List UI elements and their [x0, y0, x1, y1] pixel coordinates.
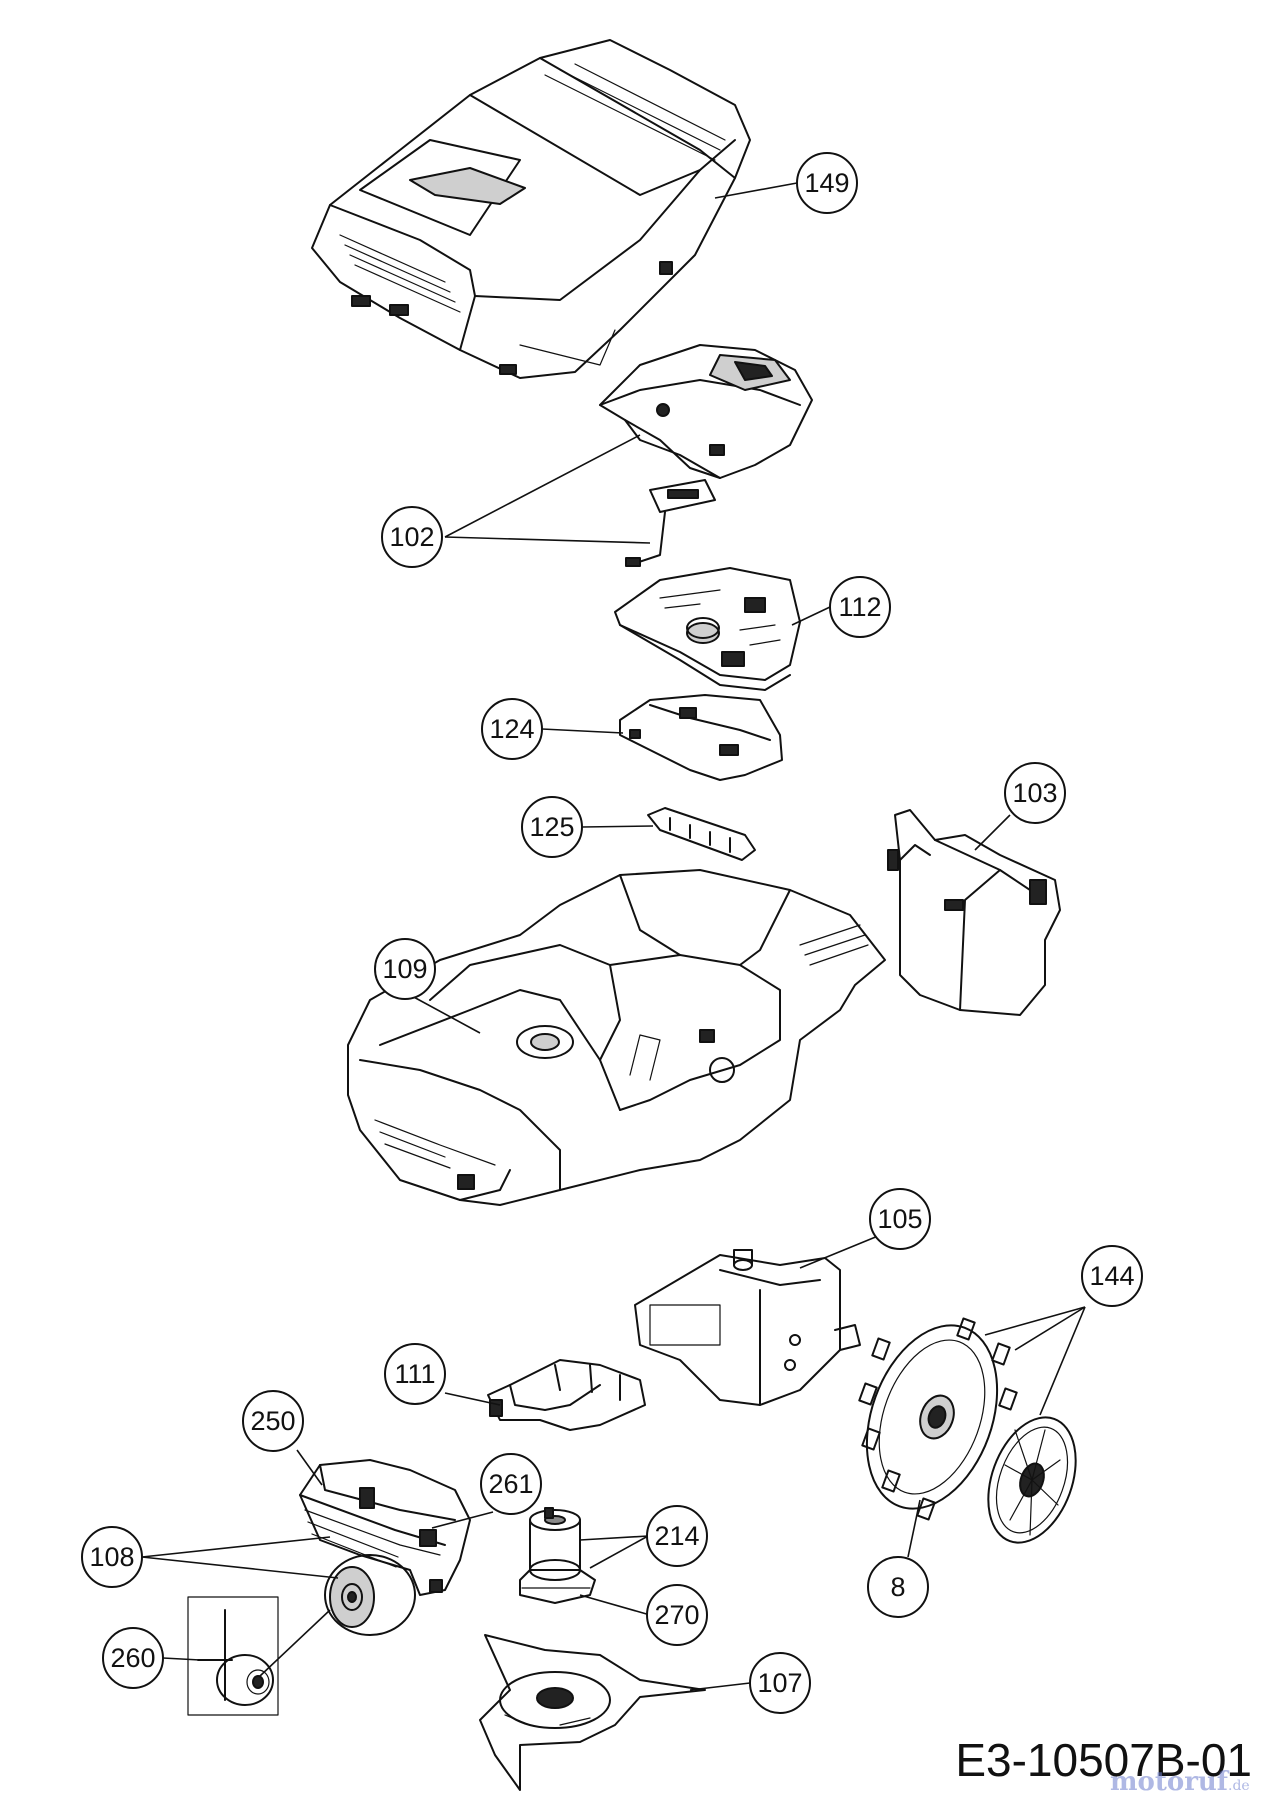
part-107-blade-disc	[479, 1634, 706, 1791]
svg-text:149: 149	[804, 168, 849, 198]
svg-text:8: 8	[890, 1572, 905, 1602]
part-103-battery-housing	[887, 809, 1061, 1016]
svg-text:111: 111	[394, 1359, 435, 1389]
callout-260: 260	[102, 1627, 164, 1689]
part-125-bracket	[647, 807, 756, 861]
callout-214: 214	[646, 1505, 708, 1567]
callout-102: 102	[381, 506, 443, 568]
svg-text:124: 124	[489, 714, 534, 744]
callout-125: 125	[521, 796, 583, 858]
part-250-front-assembly	[299, 1459, 471, 1596]
callout-112: 112	[829, 576, 891, 638]
leader-lines	[141, 182, 1086, 1691]
callout-8: 8	[867, 1556, 929, 1618]
callout-105: 105	[869, 1188, 931, 1250]
callout-108: 108	[81, 1526, 143, 1588]
callout-109: 109	[374, 938, 436, 1000]
part-214-blade-motor	[519, 1507, 596, 1604]
svg-text:103: 103	[1012, 778, 1057, 808]
svg-text:144: 144	[1089, 1261, 1134, 1291]
callout-261: 261	[480, 1453, 542, 1515]
part-112-circuit-board	[614, 567, 801, 691]
part-109-chassis	[347, 869, 886, 1206]
watermark: motoruf .de	[1110, 1767, 1250, 1797]
callout-111: 111	[384, 1343, 446, 1405]
callout-124: 124	[481, 698, 543, 760]
part-149-top-cover	[311, 39, 751, 379]
svg-text:112: 112	[838, 592, 881, 622]
part-8-drive-wheel	[858, 1317, 1018, 1521]
part-144-hub-cap	[987, 1416, 1077, 1544]
callout-149: 149	[796, 152, 858, 214]
svg-text:261: 261	[488, 1469, 533, 1499]
callout-250: 250	[242, 1390, 304, 1452]
svg-text:214: 214	[654, 1521, 699, 1551]
svg-text:102: 102	[389, 522, 434, 552]
svg-text:motoruf: motoruf	[1110, 1767, 1230, 1797]
part-105-drive-motor	[634, 1249, 861, 1406]
svg-text:260: 260	[110, 1643, 155, 1673]
part-111-motor-bracket	[487, 1359, 646, 1431]
part-260-wheel-axle	[187, 1596, 279, 1716]
part-124-board-tray	[619, 694, 783, 781]
callout-144: 144	[1081, 1245, 1143, 1307]
part-108-swivel-wheel	[324, 1554, 416, 1636]
svg-text:108: 108	[89, 1542, 134, 1572]
svg-text:105: 105	[877, 1204, 922, 1234]
svg-text:107: 107	[757, 1668, 802, 1698]
svg-text:125: 125	[529, 812, 574, 842]
callout-107: 107	[749, 1652, 811, 1714]
svg-text:270: 270	[654, 1600, 699, 1630]
callout-270: 270	[646, 1584, 708, 1646]
svg-text:250: 250	[250, 1406, 295, 1436]
drawing-number: E3-10507B-01	[955, 1734, 1252, 1786]
part-102-control-frame	[599, 344, 813, 567]
callout-103: 103	[1004, 762, 1066, 824]
svg-text:.de: .de	[1228, 1778, 1250, 1794]
svg-text:109: 109	[382, 954, 427, 984]
